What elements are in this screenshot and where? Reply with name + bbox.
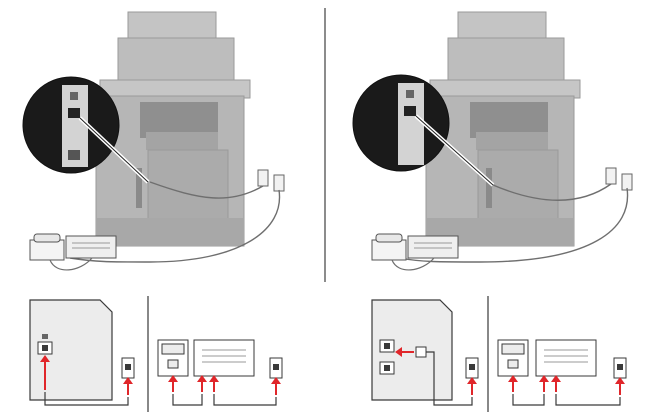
- scene-right: [352, 11, 633, 271]
- schematic-left: [29, 296, 283, 412]
- answering-machine-icon: [535, 339, 597, 377]
- cable: [399, 187, 629, 263]
- telephone-icon: [497, 339, 529, 377]
- answering-machine-icon: [65, 235, 117, 259]
- answering-machine-icon: [193, 339, 255, 377]
- answering-machine-icon: [407, 235, 459, 259]
- wall-jack-icon: [257, 169, 269, 187]
- arrow: [467, 377, 477, 395]
- cable: [44, 392, 129, 406]
- telephone-icon: [29, 233, 65, 261]
- cable: [426, 351, 473, 406]
- port-callout: [22, 76, 150, 184]
- cable: [69, 189, 281, 263]
- wall-jack-icon: [273, 174, 285, 192]
- cable: [391, 257, 435, 271]
- wall-jack-icon: [605, 167, 617, 185]
- wall-jack-icon: [621, 173, 633, 191]
- cable: [149, 181, 264, 199]
- cable: [555, 394, 621, 406]
- arrow: [395, 347, 414, 357]
- cable: [213, 394, 277, 406]
- mfp-printer-icon: [29, 299, 113, 401]
- mfp-printer-icon: [425, 11, 581, 247]
- mfp-printer-icon: [95, 11, 251, 247]
- scene-left: [22, 11, 285, 271]
- arrow: [40, 355, 133, 395]
- mfp-printer-icon: [371, 299, 453, 401]
- port-callout: [352, 74, 495, 187]
- cable: [172, 394, 203, 406]
- cable: [49, 257, 93, 271]
- cable: [512, 394, 545, 406]
- cable: [492, 183, 612, 201]
- telephone-icon: [157, 339, 189, 377]
- schematic-right: [371, 296, 627, 412]
- arrow: [168, 375, 281, 395]
- telephone-icon: [371, 233, 407, 261]
- arrow: [508, 375, 625, 395]
